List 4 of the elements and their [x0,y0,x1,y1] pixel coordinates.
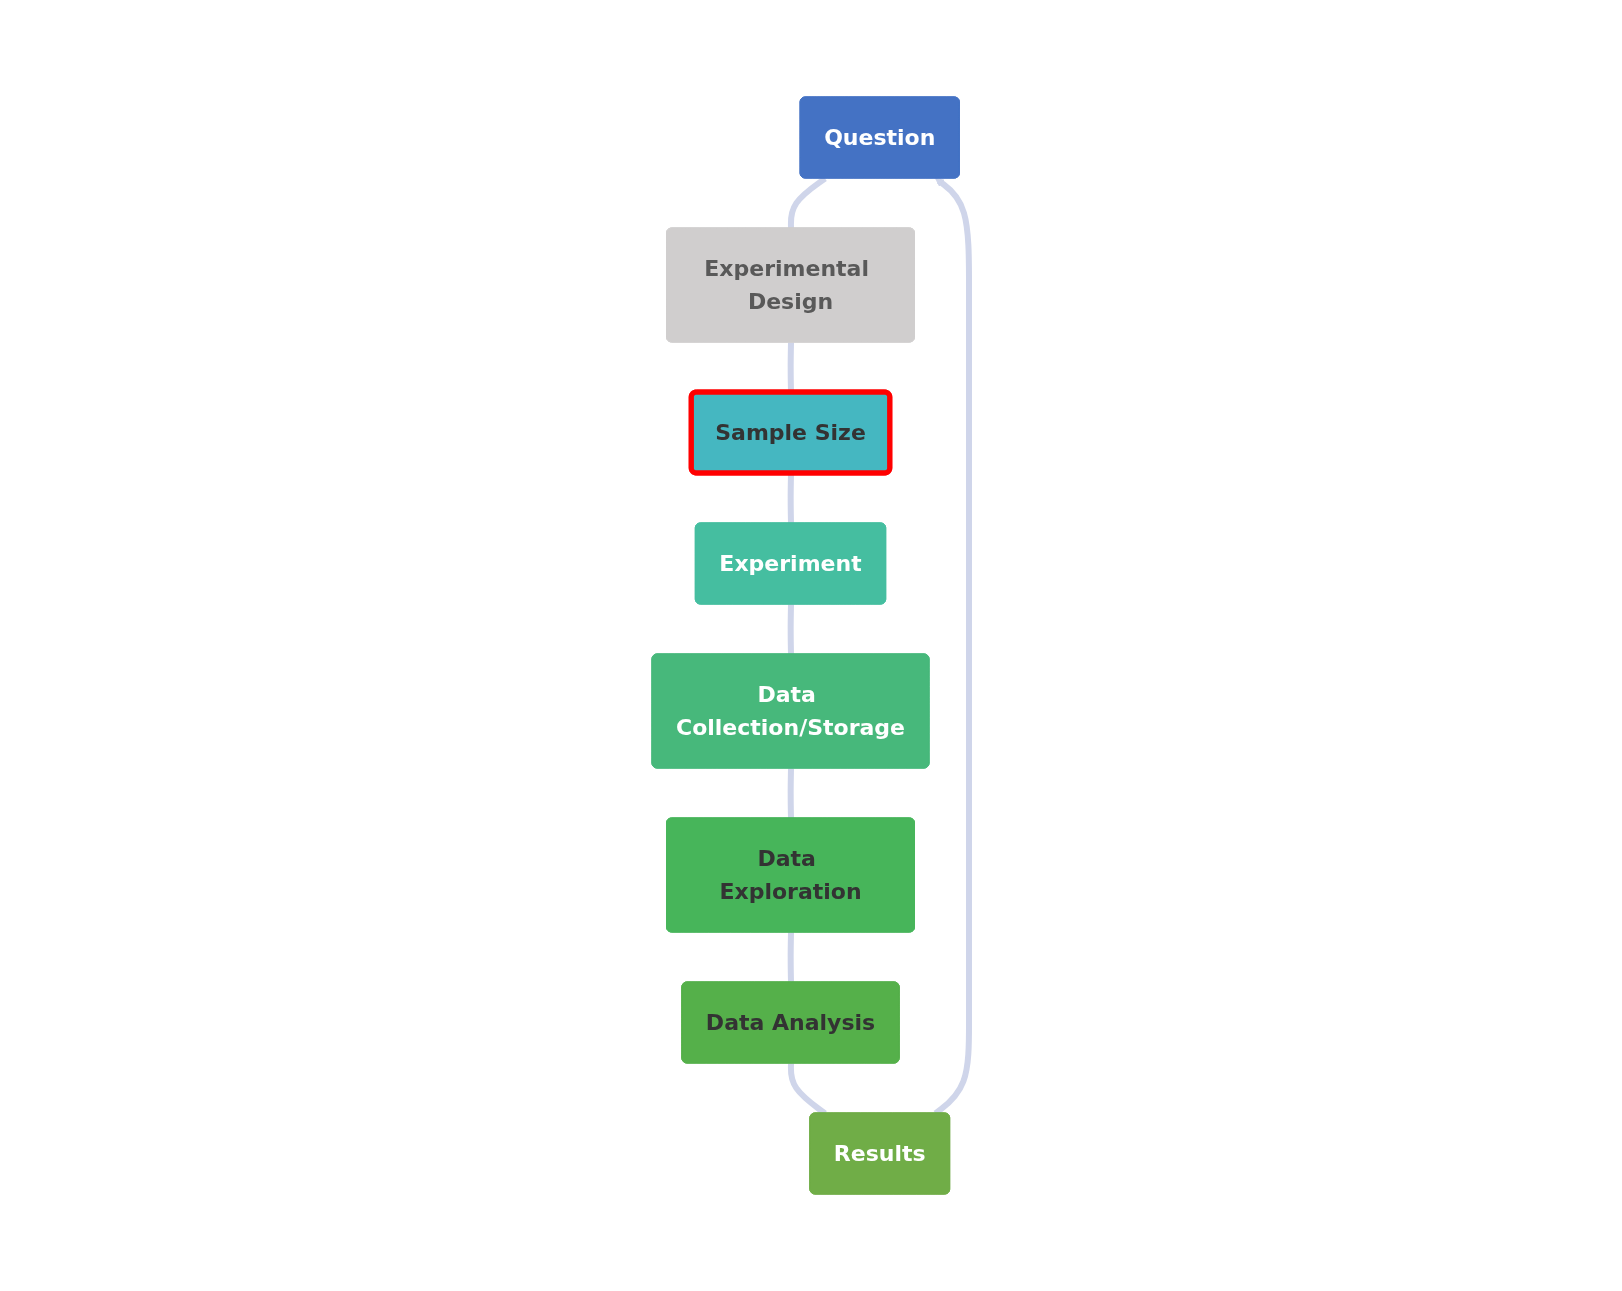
connector [788,473,795,524]
connector [788,604,795,655]
connector [788,932,795,983]
connector [788,768,795,819]
